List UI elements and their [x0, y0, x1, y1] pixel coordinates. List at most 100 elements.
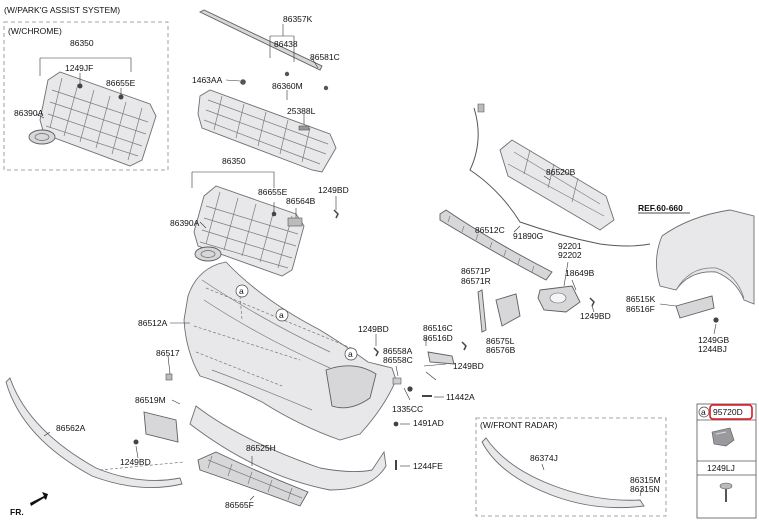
- part-25388L: [298, 125, 310, 131]
- clip-86655E: [271, 211, 277, 217]
- callout-a-3-label: a: [348, 349, 353, 359]
- label-92202: 92202: [558, 250, 582, 260]
- label-86558A: 86558A: [383, 346, 413, 356]
- label-91890G: 91890G: [513, 231, 543, 241]
- label-1249BD-a: 1249BD: [318, 185, 349, 195]
- label-chrome-86350: 86350: [70, 38, 94, 48]
- cover-86575L: [495, 293, 521, 327]
- label-1249BD-e: 1249BD: [120, 457, 151, 467]
- label-86519M: 86519M: [135, 395, 166, 405]
- label-86581C: 86581C: [310, 52, 340, 62]
- callout-a-3: [344, 347, 358, 361]
- label-86315M: 86315M: [630, 475, 661, 485]
- harness-connector: [477, 103, 485, 113]
- label-chrome-86390A: 86390A: [14, 108, 44, 118]
- label-1249GB: 1249GB: [698, 335, 730, 345]
- label-86571R: 86571R: [461, 276, 491, 286]
- clip-86438: [284, 71, 290, 77]
- bolt-1249GB: [713, 317, 719, 323]
- label-86374J: 86374J: [530, 453, 558, 463]
- label-25388L: 25388L: [287, 106, 316, 116]
- label-1249BD-c: 1249BD: [358, 324, 389, 334]
- screw-1249BD-c: [373, 347, 379, 357]
- label-18649B: 18649B: [565, 268, 595, 278]
- label-86512C: 86512C: [475, 225, 505, 235]
- header-park-assist: (W/PARK'G ASSIST SYSTEM): [4, 5, 120, 15]
- label-1249LJ: 1249LJ: [707, 463, 735, 473]
- label-grille-86350: 86350: [222, 156, 246, 166]
- legend-a-marker: [698, 406, 710, 418]
- grille-bracket: [197, 89, 337, 173]
- license-bracket-86519M: [143, 411, 179, 443]
- front-marker: FR.: [10, 507, 24, 517]
- clip-86581C: [323, 85, 329, 91]
- label-1335CC: 1335CC: [392, 404, 423, 414]
- label-1244BJ: 1244BJ: [698, 344, 727, 354]
- label-86562A: 86562A: [56, 423, 86, 433]
- callout-a-1: [235, 284, 249, 298]
- trim-86571P: [477, 289, 487, 333]
- part-86564B: [287, 217, 303, 227]
- lower-garnish-86562A: [5, 377, 183, 488]
- callout-a-2: [275, 308, 289, 322]
- label-86517: 86517: [156, 348, 180, 358]
- label-86520B: 86520B: [546, 167, 576, 177]
- header-front-radar: (W/FRONT RADAR): [480, 420, 557, 430]
- part-86558A: [392, 377, 402, 385]
- main-grille: [193, 185, 305, 277]
- label-86438: 86438: [274, 39, 298, 49]
- label-1491AD: 1491AD: [413, 418, 444, 428]
- strip-86512C: [439, 209, 553, 281]
- reference-fender: REF.60-660: [638, 203, 683, 213]
- screw-1249LJ-icon: [719, 482, 733, 502]
- screw-1249BD-d: [461, 341, 467, 351]
- label-92201: 92201: [558, 241, 582, 251]
- chrome-clips: [77, 83, 124, 100]
- label-1249BD-d: 1249BD: [453, 361, 484, 371]
- label-86565F: 86565F: [225, 500, 254, 510]
- label-chrome-1249JF: 1249JF: [65, 63, 93, 73]
- bolt-1491AD: [393, 421, 399, 427]
- wiring-harness-91890G: [469, 107, 651, 247]
- label-86512A: 86512A: [138, 318, 168, 328]
- label-grille-86390A: 86390A: [170, 218, 200, 228]
- part-86516C: [427, 351, 455, 365]
- bumper-cover: [183, 261, 397, 441]
- fender-panel: [656, 209, 755, 305]
- label-86564B: 86564B: [286, 196, 316, 206]
- label-86357K: 86357K: [283, 14, 313, 24]
- label-86315N: 86315N: [630, 484, 660, 494]
- skid-plate-86565F: [197, 451, 309, 507]
- front-radar-variant-box: [475, 417, 667, 517]
- label-86558C: 86558C: [383, 355, 413, 365]
- label-86360M: 86360M: [272, 81, 303, 91]
- callout-a-1-label: a: [239, 286, 244, 296]
- chrome-variant-box: [3, 21, 169, 171]
- label-86516C: 86516C: [423, 323, 453, 333]
- lower-grille-86525H: [189, 405, 387, 491]
- label-86516F: 86516F: [626, 304, 655, 314]
- label-86575L: 86575L: [486, 336, 515, 346]
- garnish-86374J: [481, 437, 645, 509]
- label-95720D: 95720D: [713, 407, 743, 417]
- label-1463AA: 1463AA: [192, 75, 223, 85]
- sensor-95720D-icon: [711, 427, 735, 447]
- front-arrow-icon: [30, 492, 48, 506]
- bolt-1463AA: [240, 79, 246, 85]
- bumper-beam-86520B: [499, 139, 615, 231]
- fog-lamp-92201: [537, 285, 581, 313]
- highlight-95720D: [709, 404, 753, 420]
- label-11442A: 11442A: [446, 392, 475, 402]
- label-1249BD-b: 1249BD: [580, 311, 611, 321]
- label-grille-86655E: 86655E: [258, 187, 288, 197]
- label-86576B: 86576B: [486, 345, 516, 355]
- upper-moulding-strip: [198, 9, 323, 71]
- label-86516D: 86516D: [423, 333, 453, 343]
- screw-1249BD-a: [333, 209, 339, 219]
- label-86525H: 86525H: [246, 443, 276, 453]
- bolt-1335CC: [407, 386, 413, 392]
- label-1244FE: 1244FE: [413, 461, 443, 471]
- label-86571P: 86571P: [461, 266, 491, 276]
- part-86517: [165, 373, 173, 381]
